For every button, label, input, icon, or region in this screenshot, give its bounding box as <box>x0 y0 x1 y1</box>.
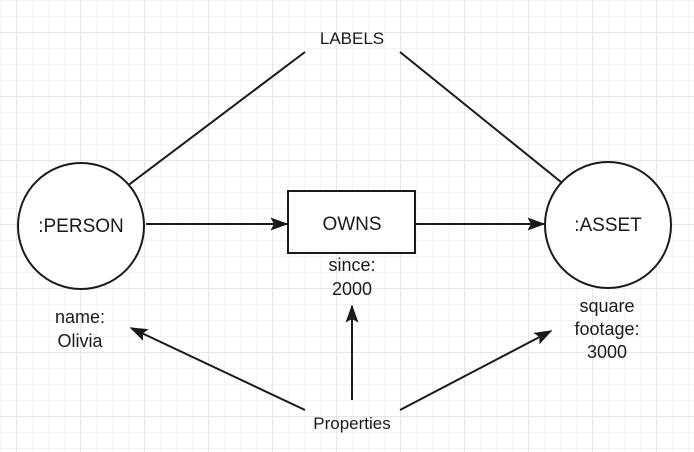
owns-property-line2: 2000 <box>332 279 372 299</box>
person-property-line1: name: <box>55 307 105 327</box>
person-node-circle <box>17 162 145 290</box>
asset-property-line1: square <box>579 296 634 316</box>
asset-node-label: :ASSET <box>574 215 642 236</box>
owns-relationship-label: OWNS <box>322 214 381 235</box>
edge-labels-to-person <box>100 51 306 206</box>
person-property-line2: Olivia <box>57 331 103 351</box>
edge-properties-to-asset-property <box>399 330 553 411</box>
properties-title: Properties <box>313 414 390 433</box>
labels-title: LABELS <box>320 29 384 48</box>
edge-properties-to-person-property <box>129 327 306 411</box>
edge-labels-to-asset <box>399 51 589 204</box>
owns-relationship-box <box>287 190 416 254</box>
person-node-label: :PERSON <box>38 216 124 237</box>
owns-property-line1: since: <box>328 255 375 275</box>
asset-property-line3: 3000 <box>587 342 627 362</box>
asset-node-circle <box>544 161 672 289</box>
asset-property-line2: footage: <box>574 319 639 339</box>
